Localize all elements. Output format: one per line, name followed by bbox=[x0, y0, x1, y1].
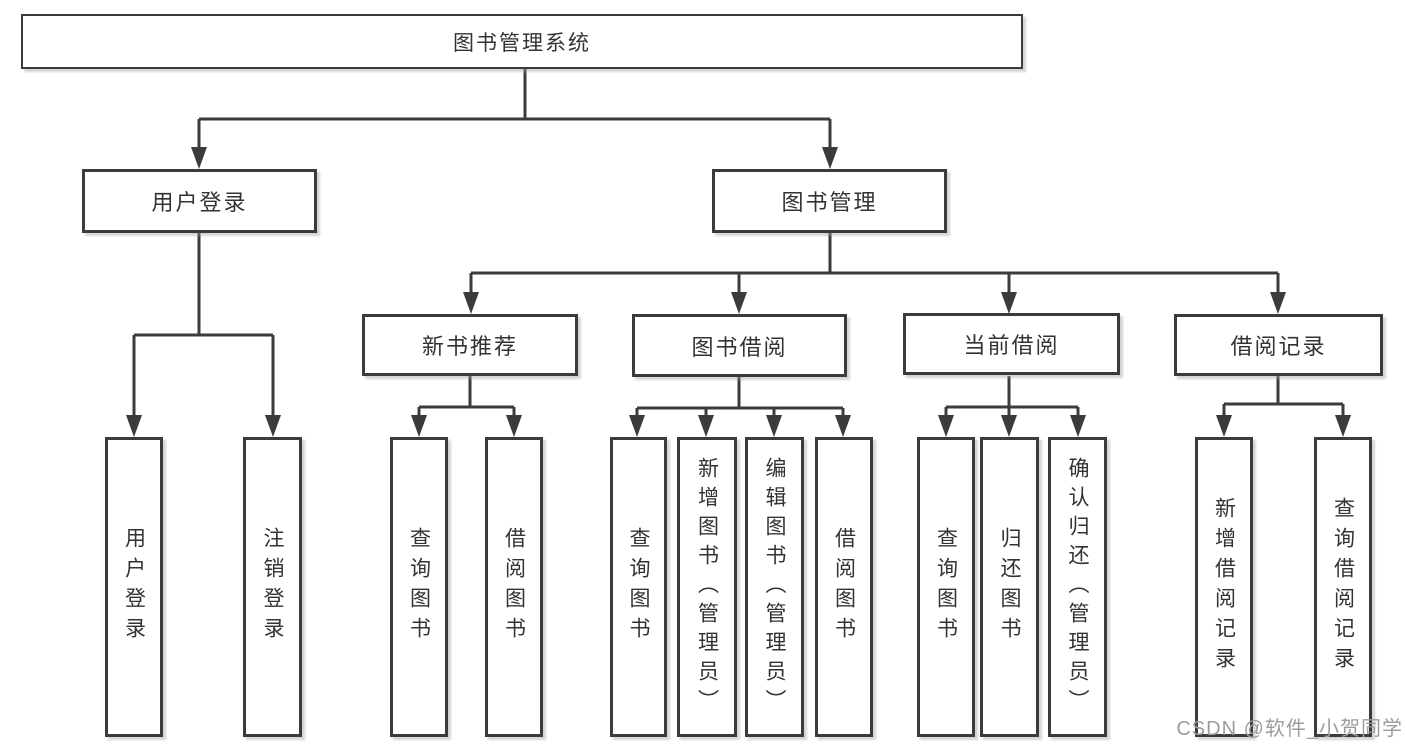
leaf-query-borrow-record: 查询借阅记录 bbox=[1314, 437, 1372, 737]
leaf-edit-books-admin-label: 编辑图书（管理员） bbox=[763, 456, 786, 718]
watermark: CSDN @软件_小贺同学 bbox=[1176, 718, 1403, 740]
leaf-logout-label: 注销登录 bbox=[261, 527, 284, 647]
leaf-query-borrow-record-label: 查询借阅记录 bbox=[1331, 497, 1355, 677]
node-system-root: 图书管理系统 bbox=[21, 14, 1023, 69]
node-book-borrowing: 图书借阅 bbox=[632, 314, 847, 377]
leaf-borrow-books-recommend-label: 借阅图书 bbox=[502, 527, 526, 647]
leaf-user-login: 用户登录 bbox=[105, 437, 163, 737]
node-borrowing-records-label: 借阅记录 bbox=[1230, 334, 1327, 359]
leaf-borrow-books-label: 借阅图书 bbox=[832, 527, 856, 647]
node-user-login-label: 用户登录 bbox=[151, 190, 248, 215]
leaf-add-books-admin-label: 新增图书（管理员） bbox=[695, 456, 719, 718]
node-book-management-label: 图书管理 bbox=[781, 190, 878, 215]
leaf-user-login-label: 用户登录 bbox=[122, 527, 146, 647]
leaf-confirm-return-admin-label: 确认归还（管理员） bbox=[1066, 456, 1089, 718]
leaf-query-books-borrowing-label: 查询图书 bbox=[627, 527, 650, 647]
leaf-logout: 注销登录 bbox=[243, 437, 302, 737]
leaf-return-books: 归还图书 bbox=[980, 437, 1039, 737]
leaf-query-books-recommend: 查询图书 bbox=[390, 437, 448, 737]
leaf-borrow-books-recommend: 借阅图书 bbox=[485, 437, 543, 737]
node-user-login: 用户登录 bbox=[82, 169, 317, 233]
leaf-query-books-current-label: 查询图书 bbox=[934, 527, 958, 647]
leaf-query-books-recommend-label: 查询图书 bbox=[407, 527, 431, 647]
leaf-confirm-return-admin: 确认归还（管理员） bbox=[1048, 437, 1107, 737]
leaf-add-borrow-record-label: 新增借阅记录 bbox=[1212, 497, 1236, 677]
leaf-edit-books-admin: 编辑图书（管理员） bbox=[745, 437, 804, 737]
leaf-query-books-borrowing: 查询图书 bbox=[610, 437, 667, 737]
leaf-return-books-label: 归还图书 bbox=[998, 527, 1021, 647]
node-current-borrowing-label: 当前借阅 bbox=[963, 333, 1060, 358]
node-book-management: 图书管理 bbox=[712, 169, 947, 233]
node-new-book-recommend: 新书推荐 bbox=[362, 314, 578, 376]
node-new-book-recommend-label: 新书推荐 bbox=[421, 334, 518, 359]
leaf-add-books-admin: 新增图书（管理员） bbox=[677, 437, 737, 737]
node-system-root-label: 图书管理系统 bbox=[453, 31, 591, 55]
node-borrowing-records: 借阅记录 bbox=[1174, 314, 1383, 376]
leaf-query-books-current: 查询图书 bbox=[917, 437, 975, 737]
leaf-borrow-books: 借阅图书 bbox=[815, 437, 873, 737]
leaf-add-borrow-record: 新增借阅记录 bbox=[1195, 437, 1253, 737]
node-current-borrowing: 当前借阅 bbox=[903, 313, 1120, 375]
node-book-borrowing-label: 图书借阅 bbox=[691, 334, 788, 360]
